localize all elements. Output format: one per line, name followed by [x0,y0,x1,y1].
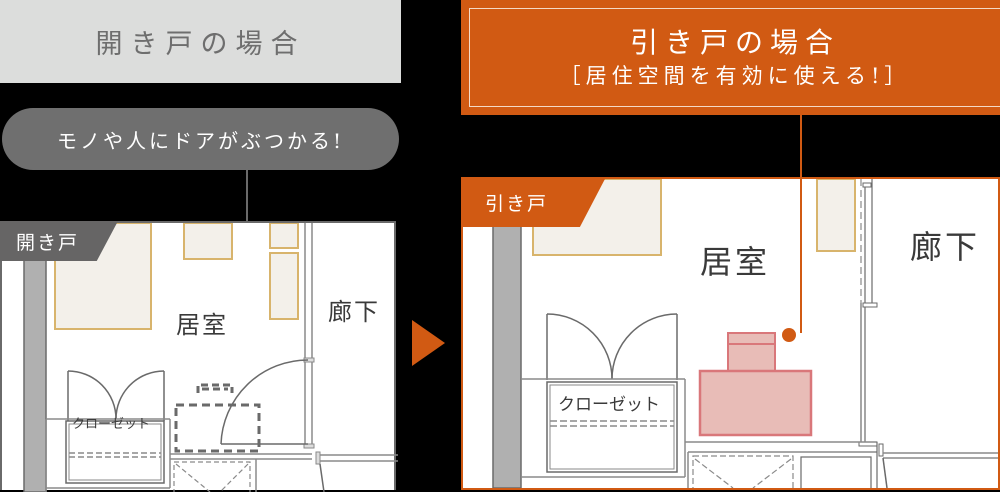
callout-text: モノや人にドアがぶつかる! [56,128,345,153]
title-sliding-door-text: 引き戸の場合 [629,25,840,59]
title-sliding-door: 引き戸の場合 ［居住空間を有効に使える!］ [461,0,1000,115]
tag-sliding-door: 引き戸 [461,177,606,227]
closet-label-right: クローゼット [558,395,660,415]
room-label-living-right: 居室 [700,243,771,281]
room-label-corridor: 廊下 [328,298,380,326]
room-label-living: 居室 [176,311,228,339]
floor-plan-swing-door [0,221,398,492]
tag-swing-door: 開き戸 [0,221,118,261]
title-swing-door: 開き戸の場合 [0,0,401,83]
tag-swing-door-text: 開き戸 [16,231,80,254]
room-label-corridor-right: 廊下 [910,228,981,266]
callout-connector-line-accent [800,115,802,333]
floor-plan-swing-door-drawing [23,223,398,492]
floor-plan-sliding-door [461,177,1000,490]
callout-bubble: モノや人にドアがぶつかる! [2,108,399,170]
title-swing-door-text: 開き戸の場合 [95,29,306,60]
closet-label: クローゼット [72,417,151,432]
subtitle-sliding-door: ［居住空間を有効に使える!］ [559,63,911,88]
triangle-arrow-icon [412,320,445,366]
tag-sliding-door-text: 引き戸 [485,192,549,215]
